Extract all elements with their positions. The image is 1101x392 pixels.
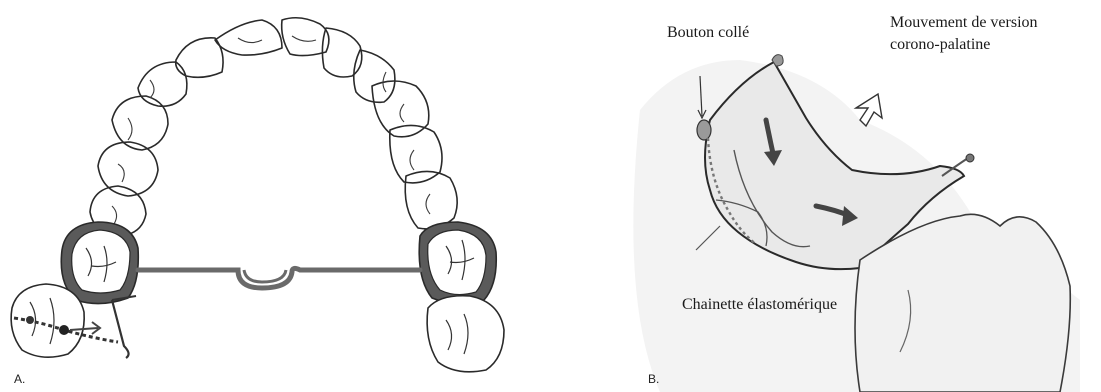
tooth-premolar	[371, 80, 430, 138]
bonded-button-label: Bouton collé	[667, 24, 750, 41]
cantilever-arm	[110, 299, 130, 359]
tooth-incisor	[280, 16, 330, 57]
movement-label-line1: Mouvement de version	[890, 14, 1038, 31]
molar-movement-drawing	[633, 54, 1080, 392]
panel-b-label: B.	[648, 372, 660, 386]
elastomeric-chain-label: Chainette élastomérique	[682, 296, 838, 313]
tooth-premolar	[404, 170, 458, 230]
dental-arch-drawing	[10, 16, 505, 373]
movement-label-line2: corono-palatine	[890, 36, 991, 53]
crown-outline	[704, 60, 966, 271]
bonded-button	[696, 119, 712, 141]
tooth-incisor	[214, 19, 283, 56]
tooth-premolar	[97, 141, 159, 197]
tooth-premolar	[111, 95, 169, 151]
panel-a-dental-arch: A.	[0, 0, 545, 392]
displaced-molar	[10, 283, 85, 358]
chain-pointer	[695, 225, 721, 251]
tooth-lateral	[174, 37, 224, 79]
transpalatal-wire	[135, 265, 423, 291]
tooth-lateral	[321, 27, 363, 78]
button-pointer	[699, 75, 703, 117]
adjacent-tooth	[854, 213, 1072, 392]
tooth-canine	[137, 61, 188, 108]
movement-arrow	[853, 92, 883, 128]
panel-a-label: A.	[14, 372, 26, 386]
traction-arrow	[69, 327, 99, 331]
tooth-premolar	[388, 124, 443, 184]
tooth-molar	[426, 294, 505, 373]
panel-b-buccal-view: Bouton collé Mouvement de version corono…	[560, 0, 1101, 392]
tooth-canine	[352, 49, 396, 104]
